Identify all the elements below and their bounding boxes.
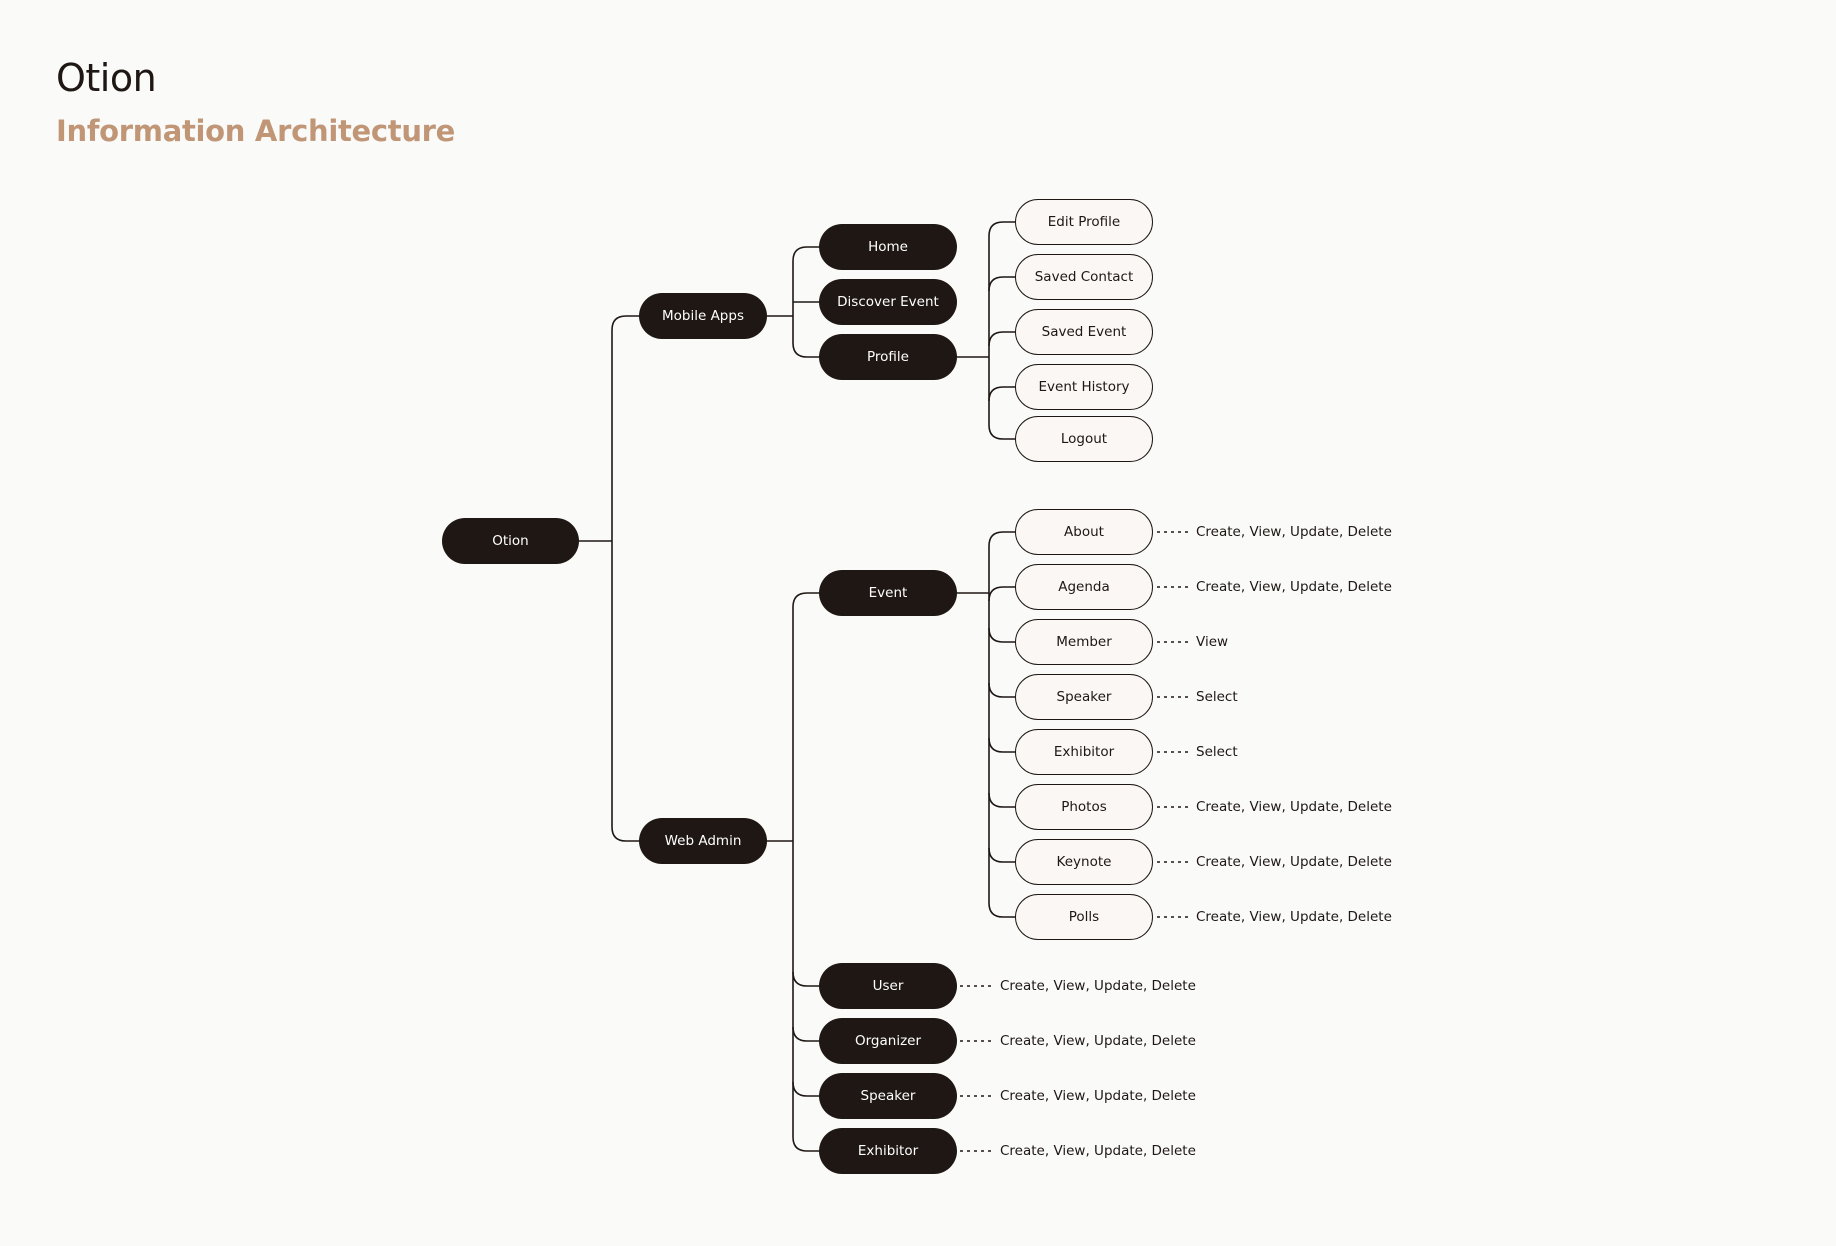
note-about: Create, View, Update, Delete [1196, 524, 1392, 540]
node-profile[interactable]: Profile [819, 334, 957, 380]
page-title: Otion [56, 56, 157, 100]
node-exhibitor-admin[interactable]: Exhibitor [819, 1128, 957, 1174]
node-exhibitor[interactable]: Exhibitor [1015, 729, 1153, 775]
note-speaker-admin: Create, View, Update, Delete [1000, 1088, 1196, 1104]
page-subtitle: Information Architecture [56, 114, 456, 148]
node-photos[interactable]: Photos [1015, 784, 1153, 830]
node-edit-profile[interactable]: Edit Profile [1015, 199, 1153, 245]
node-saved-contact[interactable]: Saved Contact [1015, 254, 1153, 300]
node-otion[interactable]: Otion [442, 518, 579, 564]
node-user[interactable]: User [819, 963, 957, 1009]
note-user: Create, View, Update, Delete [1000, 978, 1196, 994]
node-about[interactable]: About [1015, 509, 1153, 555]
note-member: View [1196, 634, 1229, 650]
node-web-admin[interactable]: Web Admin [639, 818, 767, 864]
note-polls: Create, View, Update, Delete [1196, 909, 1392, 925]
node-agenda[interactable]: Agenda [1015, 564, 1153, 610]
node-saved-event[interactable]: Saved Event [1015, 309, 1153, 355]
note-keynote: Create, View, Update, Delete [1196, 854, 1392, 870]
node-mobile-apps[interactable]: Mobile Apps [639, 293, 767, 339]
node-home[interactable]: Home [819, 224, 957, 270]
node-polls[interactable]: Polls [1015, 894, 1153, 940]
note-agenda: Create, View, Update, Delete [1196, 579, 1392, 595]
node-speaker[interactable]: Speaker [1015, 674, 1153, 720]
node-logout[interactable]: Logout [1015, 416, 1153, 462]
node-keynote[interactable]: Keynote [1015, 839, 1153, 885]
note-speaker: Select [1196, 689, 1238, 705]
node-organizer[interactable]: Organizer [819, 1018, 957, 1064]
note-organizer: Create, View, Update, Delete [1000, 1033, 1196, 1049]
note-photos: Create, View, Update, Delete [1196, 799, 1392, 815]
node-discover-event[interactable]: Discover Event [819, 279, 957, 325]
note-exhibitor: Select [1196, 744, 1238, 760]
node-event-history[interactable]: Event History [1015, 364, 1153, 410]
node-member[interactable]: Member [1015, 619, 1153, 665]
node-event[interactable]: Event [819, 570, 957, 616]
node-speaker-admin[interactable]: Speaker [819, 1073, 957, 1119]
note-exhibitor-admin: Create, View, Update, Delete [1000, 1143, 1196, 1159]
